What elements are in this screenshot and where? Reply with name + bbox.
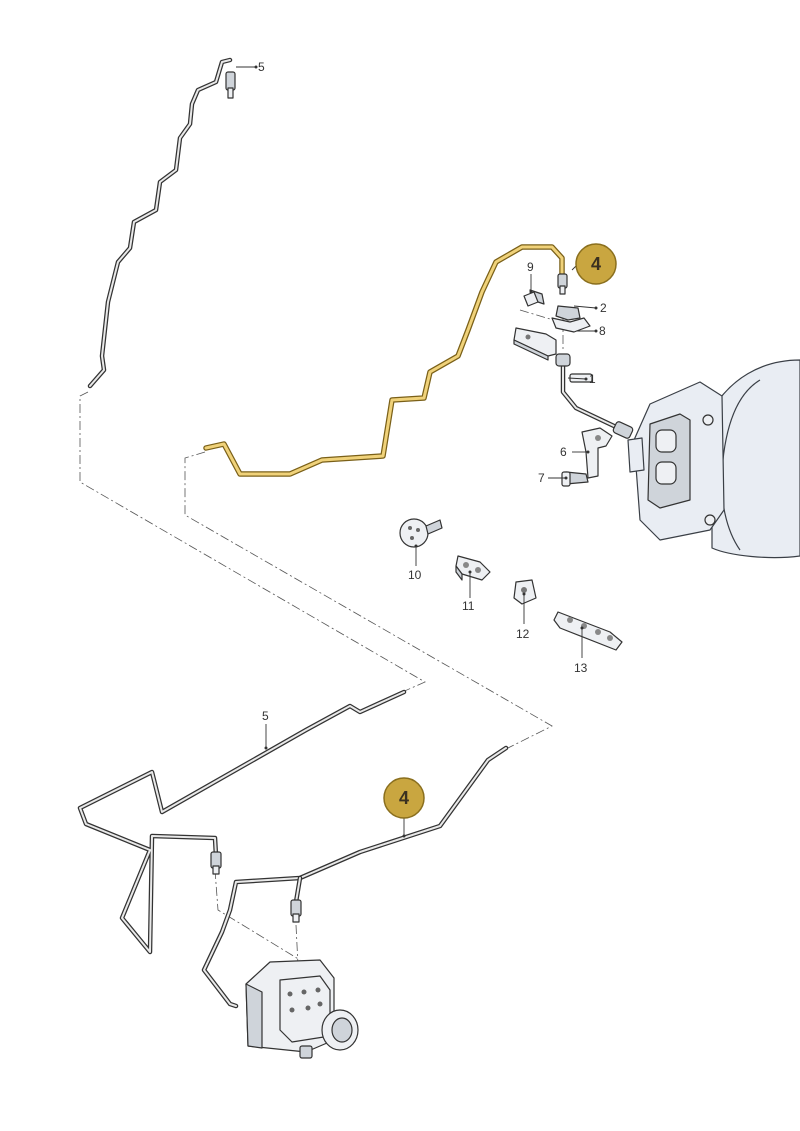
label-5-bottom: 5 (262, 709, 269, 723)
label-6: 6 (560, 445, 567, 459)
grommet-10[interactable] (399, 518, 443, 548)
label-1: 1 (589, 372, 596, 386)
abs-hydraulic-unit (245, 959, 359, 1059)
clip-12[interactable] (513, 579, 537, 605)
bracket-8[interactable] (513, 327, 557, 361)
brake-pipe-5-bottom[interactable] (77, 689, 407, 955)
label-2: 2 (600, 301, 607, 315)
badge-4-bottom: 4 (383, 777, 425, 819)
clip-11[interactable] (455, 555, 491, 581)
part-labels: 5 9 2 8 1 6 7 10 11 12 13 5 (258, 60, 607, 723)
brake-caliper-assembly (627, 359, 800, 559)
brake-hose-1[interactable] (555, 353, 634, 439)
bolt-9[interactable] (523, 289, 545, 307)
label-12: 12 (516, 627, 530, 641)
label-10: 10 (408, 568, 422, 582)
label-8: 8 (599, 324, 606, 338)
clip-2[interactable] (551, 305, 591, 333)
label-13: 13 (574, 661, 588, 675)
badge-4-top-text: 4 (591, 254, 601, 274)
brake-pipe-4-highlighted[interactable] (203, 244, 568, 477)
badge-4-bottom-text: 4 (399, 788, 409, 808)
pipe-fitting (225, 71, 236, 99)
callout-leaders (236, 65, 598, 838)
bracket-6[interactable] (581, 427, 613, 479)
label-9: 9 (527, 260, 534, 274)
label-7: 7 (538, 471, 545, 485)
label-11: 11 (462, 599, 475, 613)
clip-13[interactable] (553, 611, 623, 651)
brake-pipe-4-bottom[interactable] (201, 745, 509, 1009)
badge-4-top: 4 (575, 243, 617, 285)
pipe-fitting (557, 273, 568, 295)
brake-pipe-5-top[interactable] (87, 57, 236, 389)
label-5-top: 5 (258, 60, 265, 74)
